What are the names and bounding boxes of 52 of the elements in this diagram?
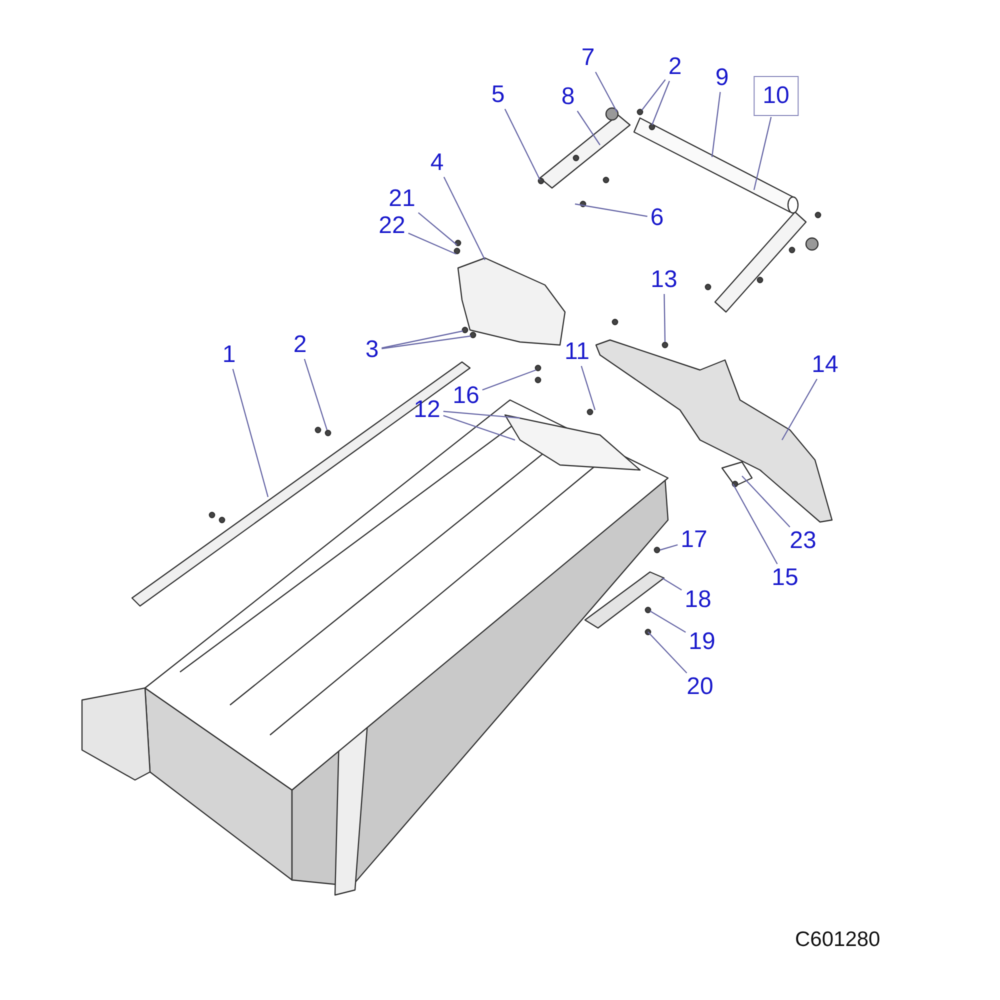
callout-number: 7 bbox=[580, 45, 596, 71]
leader-line bbox=[382, 330, 464, 349]
callout-number: 8 bbox=[560, 84, 576, 110]
callout-number: 2 bbox=[292, 332, 308, 358]
leader-line bbox=[408, 232, 456, 255]
leader-line bbox=[443, 176, 486, 260]
leader-line bbox=[662, 577, 682, 591]
callout-number: 13 bbox=[650, 267, 678, 293]
leader-line bbox=[781, 378, 818, 440]
leader-line bbox=[742, 476, 790, 528]
leader-line bbox=[504, 108, 541, 180]
leader-line bbox=[648, 632, 688, 674]
callout-number: 2 bbox=[667, 54, 683, 80]
callout-number: 4 bbox=[429, 150, 445, 176]
leader-line bbox=[382, 335, 472, 350]
callout-number: 21 bbox=[388, 186, 416, 212]
leader-line bbox=[574, 203, 648, 217]
boxed-callout-number: 10 bbox=[754, 76, 798, 116]
callout-number: 9 bbox=[714, 65, 730, 91]
leader-line bbox=[580, 366, 596, 410]
callout-number: 17 bbox=[680, 527, 708, 553]
leader-line bbox=[664, 294, 666, 342]
callout-number: 23 bbox=[788, 528, 818, 554]
leader-line bbox=[711, 92, 721, 158]
callout-number: 15 bbox=[770, 565, 800, 591]
callout-number: 14 bbox=[810, 352, 840, 378]
leader-line bbox=[650, 610, 686, 633]
leader-line bbox=[576, 110, 600, 146]
leader-line bbox=[304, 358, 328, 430]
leader-line bbox=[418, 212, 458, 246]
callout-number: 22 bbox=[378, 213, 406, 239]
drawing-number: C601280 bbox=[795, 928, 880, 952]
leader-line bbox=[482, 369, 536, 390]
leader-line bbox=[753, 116, 772, 190]
leader-line bbox=[443, 410, 520, 419]
callout-number: 1 bbox=[221, 342, 237, 368]
callout-number: 3 bbox=[364, 337, 380, 363]
callout-number: 12 bbox=[412, 397, 442, 423]
callout-number: 20 bbox=[686, 674, 714, 700]
leader-line bbox=[642, 79, 666, 110]
callout-number: 5 bbox=[490, 82, 506, 108]
callout-number: 16 bbox=[452, 383, 480, 409]
leader-line bbox=[732, 484, 778, 564]
callout-number: 18 bbox=[684, 587, 712, 613]
leader-line bbox=[651, 80, 670, 126]
callout-number: 19 bbox=[688, 629, 716, 655]
leader-line bbox=[232, 368, 269, 498]
callout-number: 6 bbox=[649, 205, 665, 231]
leader-line bbox=[595, 72, 618, 112]
leader-line bbox=[660, 544, 678, 551]
leader-line bbox=[443, 415, 516, 441]
callout-number: 11 bbox=[564, 339, 590, 365]
